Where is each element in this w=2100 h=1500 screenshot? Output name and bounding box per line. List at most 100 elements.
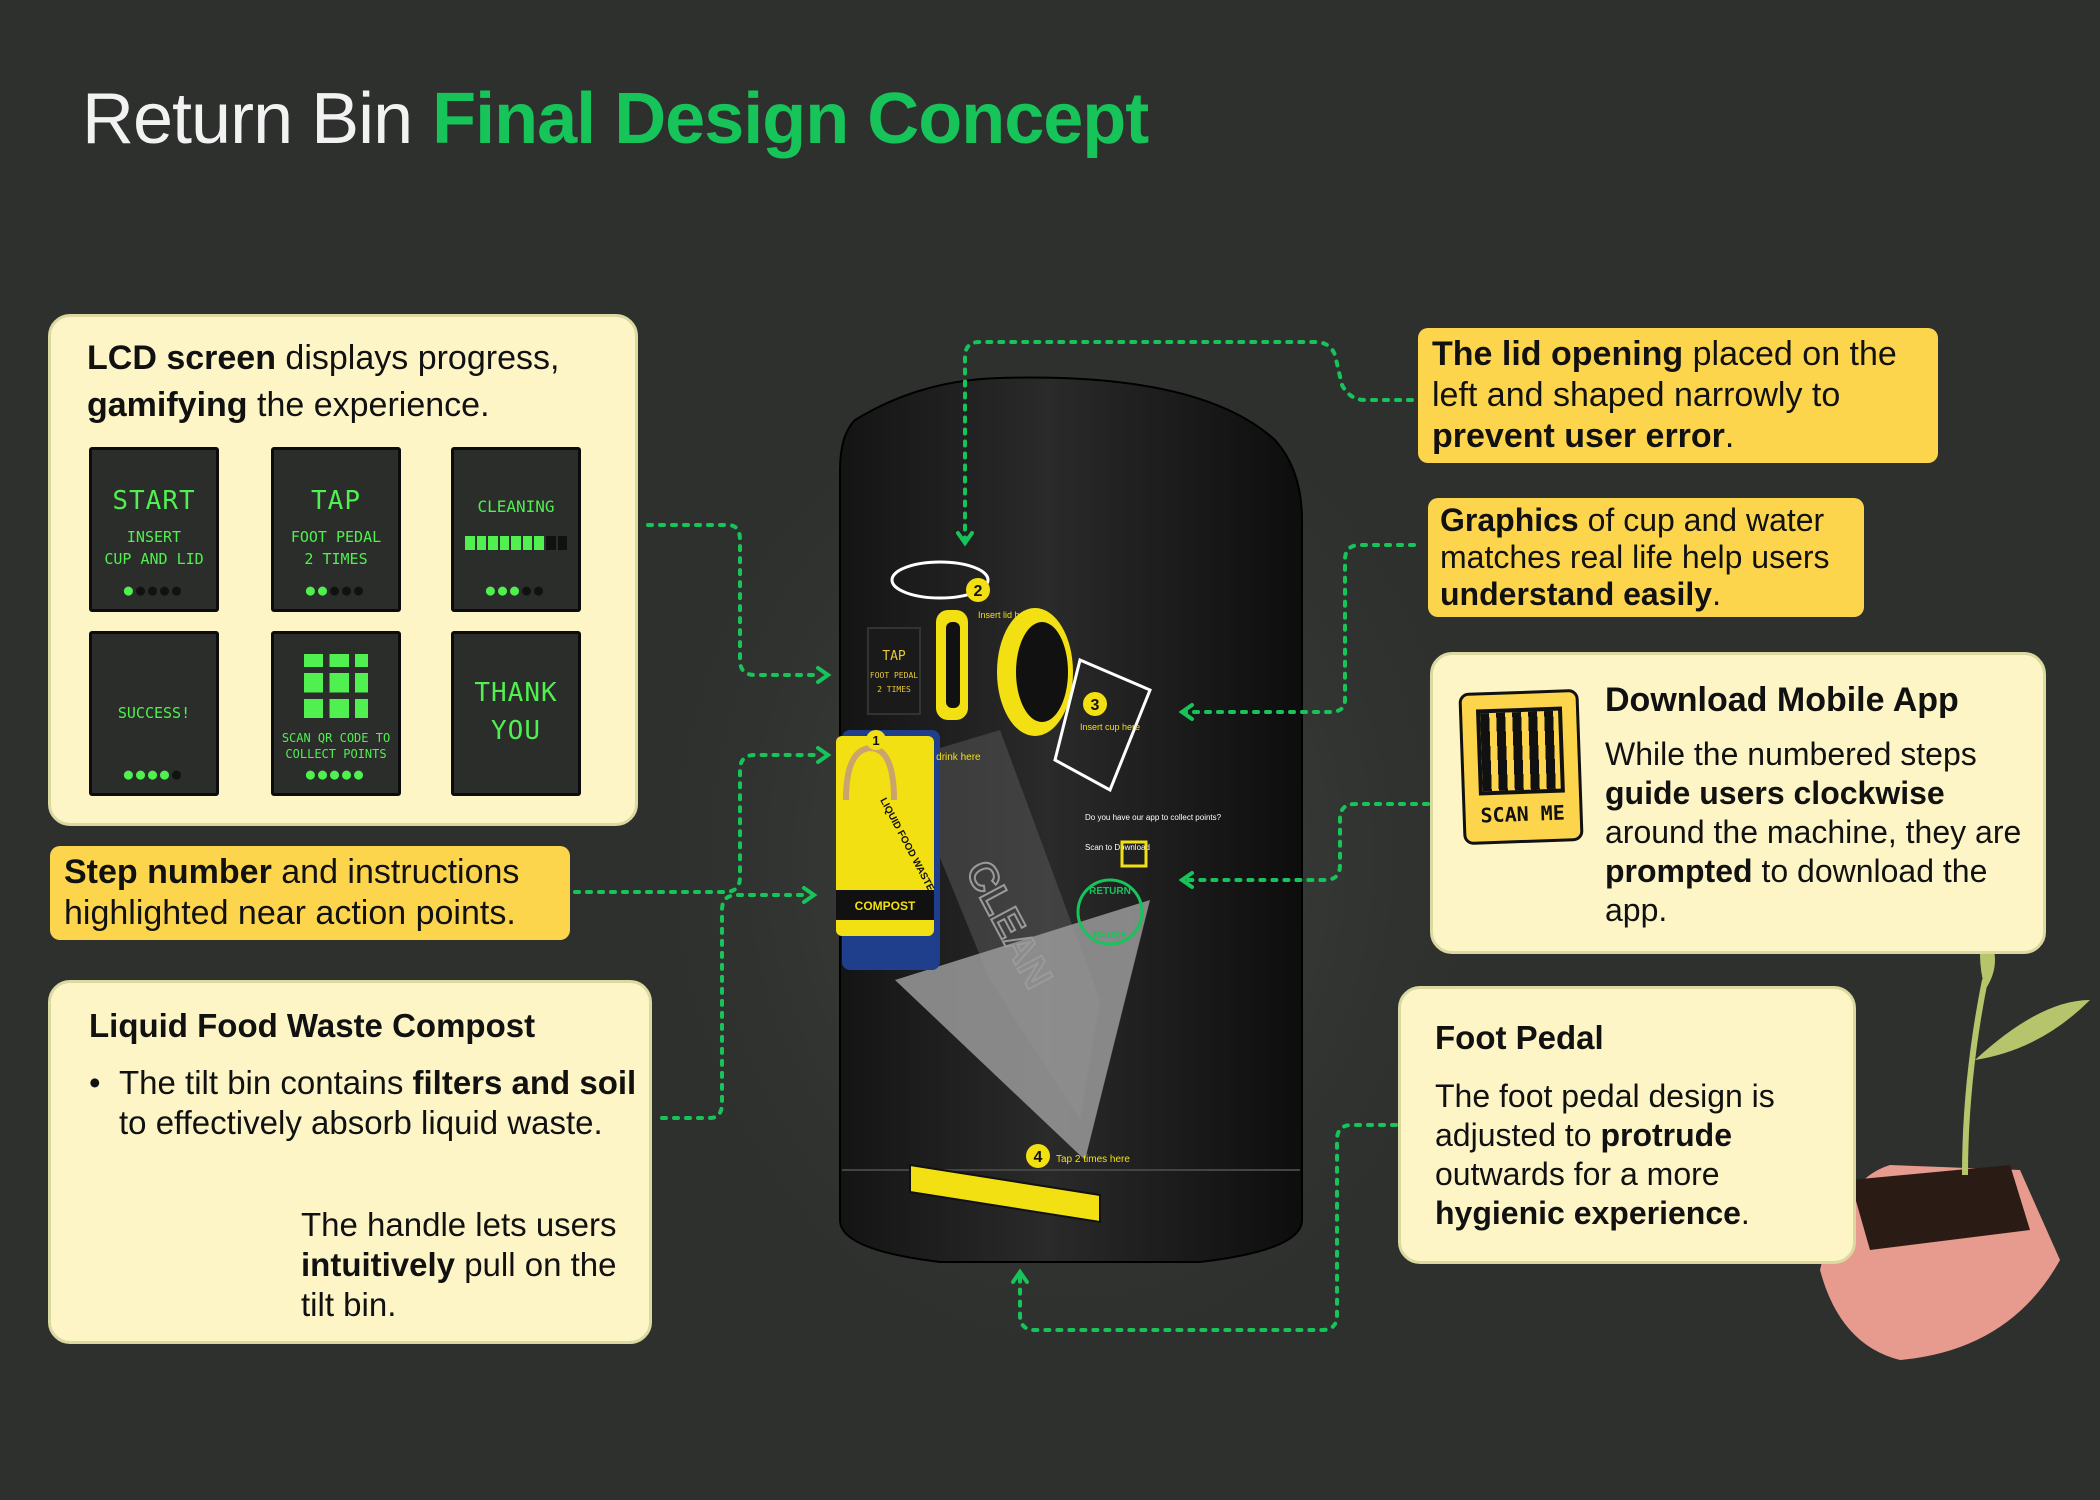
- lcd-progress-dots: ●●●●●: [485, 581, 547, 599]
- graphics-bold1: Graphics: [1440, 502, 1579, 538]
- connector-compost: [660, 893, 810, 1120]
- scan-me-sticker[interactable]: SCAN ME: [1458, 688, 1584, 846]
- lcd-big-text: THANK: [474, 678, 558, 708]
- connector-arrowheads: [802, 531, 1194, 1284]
- tilt-bin[interactable]: [836, 736, 934, 936]
- lcd-progress-dots: ●●●●●: [123, 765, 185, 783]
- lcd-progress-bar: [465, 536, 568, 550]
- lcd-lead-bold1: LCD screen: [87, 339, 276, 377]
- bin-sub-label: COMPOST: [855, 899, 916, 913]
- compost-card: Liquid Food Waste Compost • The tilt bin…: [48, 980, 652, 1344]
- connector-lines: [573, 340, 1430, 1332]
- badge-bottom-text: REUSE: [1093, 930, 1128, 941]
- pedal-heading: Foot Pedal: [1435, 1019, 1604, 1056]
- app-text-pre: While the numbered steps: [1605, 736, 1977, 772]
- handle-pre: The handle lets users: [301, 1206, 617, 1243]
- lcd-small-text-2: COLLECT POINTS: [285, 747, 387, 761]
- machine-lcd-screen: [867, 627, 921, 715]
- connector-graphics: [1183, 543, 1416, 714]
- compost-bullet: • The tilt bin contains filters and soil…: [89, 1063, 649, 1143]
- lcd-qr-icon: [304, 654, 368, 718]
- step-text1: and instructions: [271, 853, 520, 891]
- title-part1: Return Bin: [82, 79, 413, 159]
- lcd-screen-scan: SCAN QR CODE TO COLLECT POINTS ●●●●●: [271, 631, 401, 796]
- lcd-screen-cleaning: CLEANING ●●●●●: [451, 447, 581, 612]
- step-bold: Step number: [64, 853, 272, 891]
- return-reuse-badge: [1076, 878, 1144, 946]
- lcd-lead-bold2: gamifying: [87, 386, 248, 424]
- handle-post: pull on the tilt bin.: [301, 1246, 617, 1323]
- pedal-text-bold2: hygienic experience: [1435, 1195, 1741, 1231]
- lcd-card-lead: LCD screen displays progress, gamifying …: [87, 335, 559, 429]
- pedal-text-post: .: [1740, 1195, 1750, 1231]
- lcd-screen-card: LCD screen displays progress, gamifying …: [48, 314, 638, 826]
- step2-badge: [966, 578, 990, 602]
- app-text-bold1: guide users clockwise: [1605, 775, 1945, 811]
- step4-badge: [1026, 1144, 1050, 1168]
- badge-top-text: RETURN: [1089, 886, 1131, 897]
- lid-text2: left and shaped narrowly to: [1432, 376, 1841, 414]
- lcd-progress-dots: ●●●●●: [305, 581, 367, 599]
- step3-number: 3: [1091, 697, 1100, 714]
- lid-bold2: prevent user error: [1432, 417, 1725, 455]
- compost-heading: Liquid Food Waste Compost: [89, 1007, 536, 1044]
- step2-number: 2: [974, 583, 983, 600]
- lid-text3: .: [1724, 417, 1735, 455]
- graphics-text2: matches real life help users: [1440, 539, 1830, 575]
- machine-screen-line3: 2 TIMES: [877, 685, 911, 694]
- cup-hole-opening: [1016, 622, 1068, 722]
- lcd-screen-success: SUCCESS! ●●●●●: [89, 631, 219, 796]
- lcd-lead-text2: the experience.: [247, 386, 490, 424]
- compost-bullet-pre: The tilt bin contains: [119, 1064, 413, 1101]
- foot-pedal-card: Foot Pedal The foot pedal design is adju…: [1398, 986, 1856, 1264]
- compost-handle-text: The handle lets users intuitively pull o…: [301, 1205, 641, 1325]
- pedal-body: The foot pedal design is adjusted to pro…: [1435, 1077, 1835, 1233]
- handle-bold: intuitively: [301, 1246, 456, 1283]
- lid-opening-highlight: The lid opening placed on the left and s…: [1418, 328, 1938, 463]
- lcd-small-text-1: SCAN QR CODE TO: [281, 731, 391, 745]
- bullet-dot: •: [89, 1064, 101, 1101]
- lcd-small-text-1: INSERT: [126, 528, 182, 546]
- connector-lid: [963, 340, 1414, 542]
- connector-lcd: [646, 523, 822, 677]
- lcd-big-text: START: [112, 486, 196, 516]
- lcd-lead-text1: displays progress,: [275, 339, 560, 377]
- lcd-small-text-2: 2 TIMES: [304, 550, 368, 568]
- lcd-screen-start: START INSERT CUP AND LID ●●●●●: [89, 447, 219, 612]
- lcd-progress-dots: ●●●●●: [305, 765, 367, 783]
- qr-code-icon: [1475, 706, 1565, 796]
- machine-body: [839, 376, 1303, 1263]
- title-part2: Final Design Concept: [432, 79, 1149, 159]
- pedal-text-bold1: protrude: [1600, 1117, 1732, 1153]
- lcd-big-text: CLEANING: [477, 497, 555, 516]
- lcd-screen-thank-you: THANK YOU: [451, 631, 581, 796]
- lid-slot-opening: [946, 622, 960, 708]
- step1-number: 1: [872, 733, 879, 748]
- graphics-highlight: Graphics of cup and water matches real l…: [1428, 498, 1864, 617]
- machine-qr-icon: [1120, 840, 1148, 868]
- lcd-progress-dots: ●●●●●: [123, 581, 185, 599]
- step-text2: highlighted near action points.: [64, 894, 516, 932]
- connector-pedal: [1018, 1123, 1398, 1332]
- lid-bold1: The lid opening: [1432, 335, 1684, 373]
- machine-screen-line2: FOOT PEDAL: [870, 671, 918, 680]
- lcd-big-text: SUCCESS!: [117, 704, 191, 722]
- step2-text: Insert lid here: [978, 610, 1033, 620]
- foot-pedal[interactable]: [909, 1163, 1101, 1224]
- mobile-app-card: SCAN ME Download Mobile App While the nu…: [1430, 652, 2046, 954]
- lcd-big-text: TAP: [311, 486, 361, 516]
- cup-graphic-icon: [1053, 657, 1152, 793]
- compost-bullet-bold: filters and soil: [412, 1064, 637, 1101]
- compost-bullet-post: to effectively absorb liquid waste.: [119, 1104, 603, 1141]
- lid-text1: placed on the: [1683, 335, 1897, 373]
- pedal-text-mid: outwards for a more: [1435, 1156, 1720, 1192]
- step-number-highlight: Step number and instructions highlighted…: [50, 846, 570, 940]
- lcd-small-text-1: FOOT PEDAL: [290, 528, 382, 546]
- connector-app: [1183, 802, 1430, 882]
- connector-step: [573, 753, 822, 894]
- graphics-bold2: understand easily: [1440, 576, 1713, 612]
- lcd-big-text-2: YOU: [491, 716, 541, 746]
- app-text-bold2: prompted: [1605, 853, 1753, 889]
